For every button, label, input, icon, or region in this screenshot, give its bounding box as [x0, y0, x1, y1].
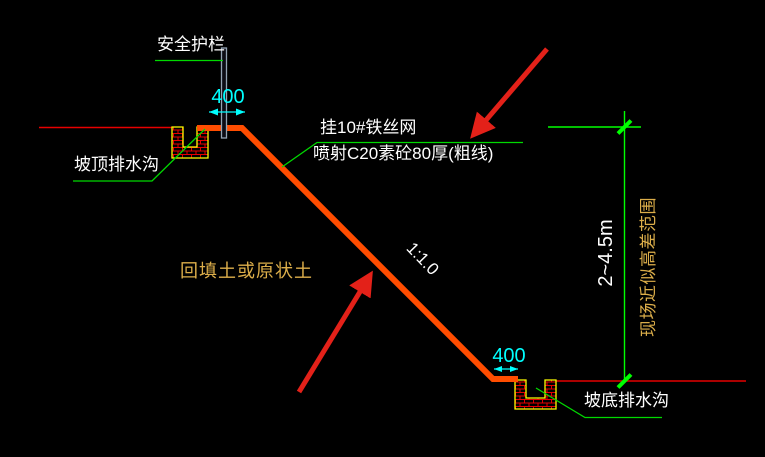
dim-400-top-arrow-right [236, 108, 245, 116]
dim-400-bottom-arrow-right [510, 366, 518, 372]
red-annotation-arrow-middle [296, 270, 373, 394]
height-range-label: 2~4.5m [595, 219, 617, 287]
height-dim-tick-bottom [616, 373, 633, 389]
top-drain-label: 坡顶排水沟 [74, 155, 159, 174]
shotcrete-label: 喷射C20素砼80厚(粗线) [313, 144, 494, 163]
bottom-drain-label: 坡底排水沟 [584, 391, 669, 410]
height-dim-tick-top [616, 119, 633, 135]
dim-400-bottom-value: 400 [492, 345, 526, 367]
top-drain-leader [73, 128, 206, 182]
safety-rail-label: 安全护栏 [157, 35, 225, 54]
site-height-note-label: 现场近似高差范围 [639, 197, 658, 337]
slope-face-line [197, 125, 518, 382]
dim-400-top-value: 400 [211, 86, 245, 108]
guardrail-post [220, 47, 228, 139]
backfill-label: 回填土或原状土 [180, 261, 313, 281]
dim-400-bottom-arrow-left [494, 366, 502, 372]
dim-400-top-arrow-left [209, 108, 218, 116]
wire-mesh-label: 挂10#铁丝网 [320, 118, 417, 137]
bottom-drain-leader [535, 387, 662, 419]
wire-mesh-leader [281, 141, 523, 168]
bottom-drainage-ditch [514, 379, 557, 410]
red-annotation-arrow-top [470, 47, 549, 139]
